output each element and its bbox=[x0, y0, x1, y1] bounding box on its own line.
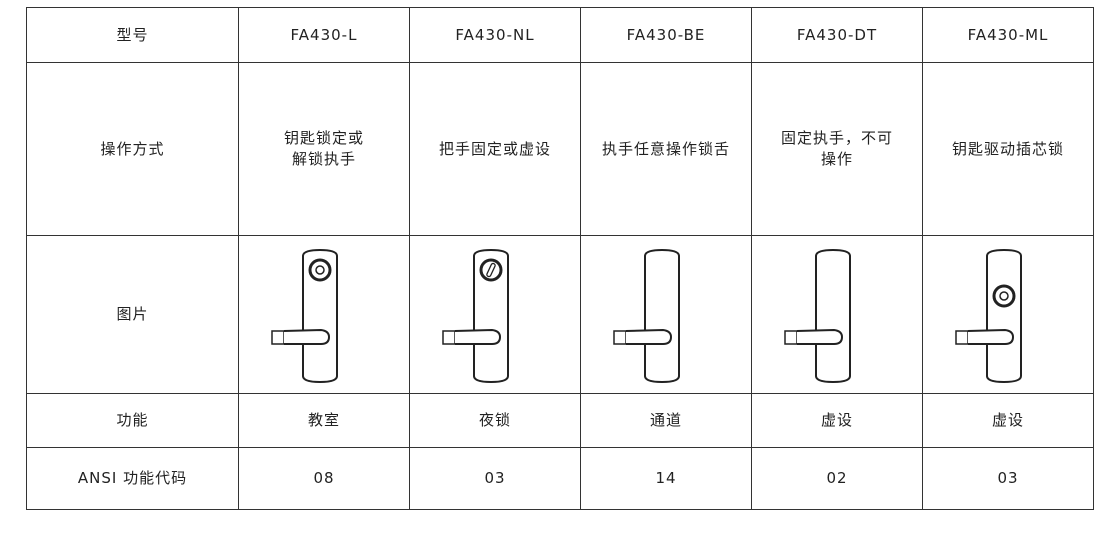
ansi-cell: 08 bbox=[238, 447, 410, 510]
lock-image-4 bbox=[922, 235, 1094, 394]
model-cell: FA430-L bbox=[238, 7, 410, 63]
operation-cell: 钥匙锁定或 解锁执手 bbox=[238, 62, 410, 236]
lock-image-2 bbox=[580, 235, 752, 394]
lock-image-1 bbox=[409, 235, 581, 394]
lock-image-3 bbox=[751, 235, 923, 394]
function-cell: 夜锁 bbox=[409, 393, 581, 448]
model-cell: FA430-ML bbox=[922, 7, 1094, 63]
ansi-cell: 14 bbox=[580, 447, 752, 510]
function-cell: 虚设 bbox=[751, 393, 923, 448]
function-cell: 通道 bbox=[580, 393, 752, 448]
door-lever-lock-icon bbox=[955, 248, 1022, 384]
function-cell: 虚设 bbox=[922, 393, 1094, 448]
door-lever-lock-icon bbox=[442, 248, 509, 384]
ansi-cell: 02 bbox=[751, 447, 923, 510]
model-cell: FA430-DT bbox=[751, 7, 923, 63]
row-image: 图片 bbox=[26, 235, 1094, 394]
lock-image-0 bbox=[238, 235, 410, 394]
row-function: 功能教室夜锁通道虚设虚设 bbox=[26, 393, 1094, 448]
label-function: 功能 bbox=[26, 393, 239, 448]
label-image: 图片 bbox=[26, 235, 239, 394]
door-lever-lock-icon bbox=[271, 248, 338, 384]
function-cell: 教室 bbox=[238, 393, 410, 448]
label-model: 型号 bbox=[26, 7, 239, 63]
row-operation: 操作方式钥匙锁定或 解锁执手把手固定或虚设执手任意操作锁舌固定执手，不可 操作钥… bbox=[26, 62, 1094, 236]
operation-cell: 钥匙驱动插芯锁 bbox=[922, 62, 1094, 236]
operation-cell: 把手固定或虚设 bbox=[409, 62, 581, 236]
label-operation: 操作方式 bbox=[26, 62, 239, 236]
ansi-cell: 03 bbox=[922, 447, 1094, 510]
operation-cell: 执手任意操作锁舌 bbox=[580, 62, 752, 236]
ansi-cell: 03 bbox=[409, 447, 581, 510]
model-cell: FA430-BE bbox=[580, 7, 752, 63]
model-cell: FA430-NL bbox=[409, 7, 581, 63]
label-ansi: ANSI 功能代码 bbox=[26, 447, 239, 510]
operation-cell: 固定执手，不可 操作 bbox=[751, 62, 923, 236]
door-lever-lock-icon bbox=[784, 248, 851, 384]
door-lever-lock-icon bbox=[613, 248, 680, 384]
